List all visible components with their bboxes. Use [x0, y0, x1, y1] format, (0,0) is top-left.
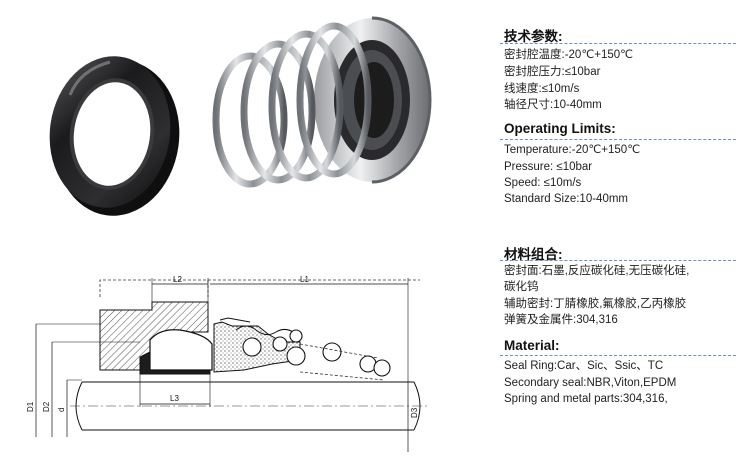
product-photo: [0, 0, 480, 225]
dim-label-l1: L1: [300, 275, 309, 284]
dim-label-d1: D1: [26, 401, 35, 412]
technical-drawing: L2 L1: [0, 262, 480, 462]
dim-label-l2: L2: [173, 275, 182, 284]
operating-limit-line: Pressure: ≤10bar: [504, 161, 593, 173]
dim-label-d: d: [57, 408, 66, 412]
dim-label-d3: D3: [410, 407, 419, 418]
tech-params-title: 技术参数:: [504, 29, 563, 44]
seat-ring-image: [49, 56, 180, 216]
operating-limit-line: Speed: ≤10m/s: [504, 177, 582, 189]
tech-param-line: 线速度:≤10m/s: [504, 83, 580, 95]
operating-limit-line: Temperature:-20℃+150℃: [504, 144, 641, 156]
tech-param-line: 密封腔压力:≤10bar: [504, 66, 601, 78]
material-en-line: Secondary seal:NBR,Viton,EPDM: [504, 377, 677, 389]
dim-label-d2: D2: [42, 401, 51, 412]
section-divider: [500, 260, 736, 261]
section-divider: [500, 43, 736, 44]
dim-label-l3: L3: [170, 394, 179, 403]
section-divider: [500, 139, 736, 140]
tech-param-line: 轴径尺寸:10-40mm: [504, 99, 602, 111]
section-divider: [500, 355, 736, 356]
material-cn-line: 碳化钨: [504, 281, 539, 293]
spec-panel: 技术参数: 密封腔温度:-20℃+150℃ 密封腔压力:≤10bar 线速度:≤…: [500, 0, 750, 462]
material-en-line: Spring and metal parts:304,316,: [504, 393, 668, 405]
operating-limit-line: Standard Size:10-40mm: [504, 193, 629, 205]
spring-assembly-image: [212, 16, 432, 188]
tech-param-line: 密封腔温度:-20℃+150℃: [504, 49, 634, 61]
materials-cn-title: 材料组合:: [504, 247, 563, 262]
material-cn-line: 弹簧及金属件:304,316: [504, 314, 618, 326]
material-cn-line: 辅助密封:丁腈橡胶,氟橡胶,乙丙橡胶: [504, 298, 687, 310]
material-en-title: Material:: [504, 338, 560, 353]
material-cn-line: 密封面:石墨,反应碳化硅,无压碳化硅,: [504, 265, 690, 277]
operating-limits-title: Operating Limits:: [504, 121, 616, 136]
material-en-line: Seal Ring:Car、Sic、Ssic、TC: [504, 360, 664, 372]
